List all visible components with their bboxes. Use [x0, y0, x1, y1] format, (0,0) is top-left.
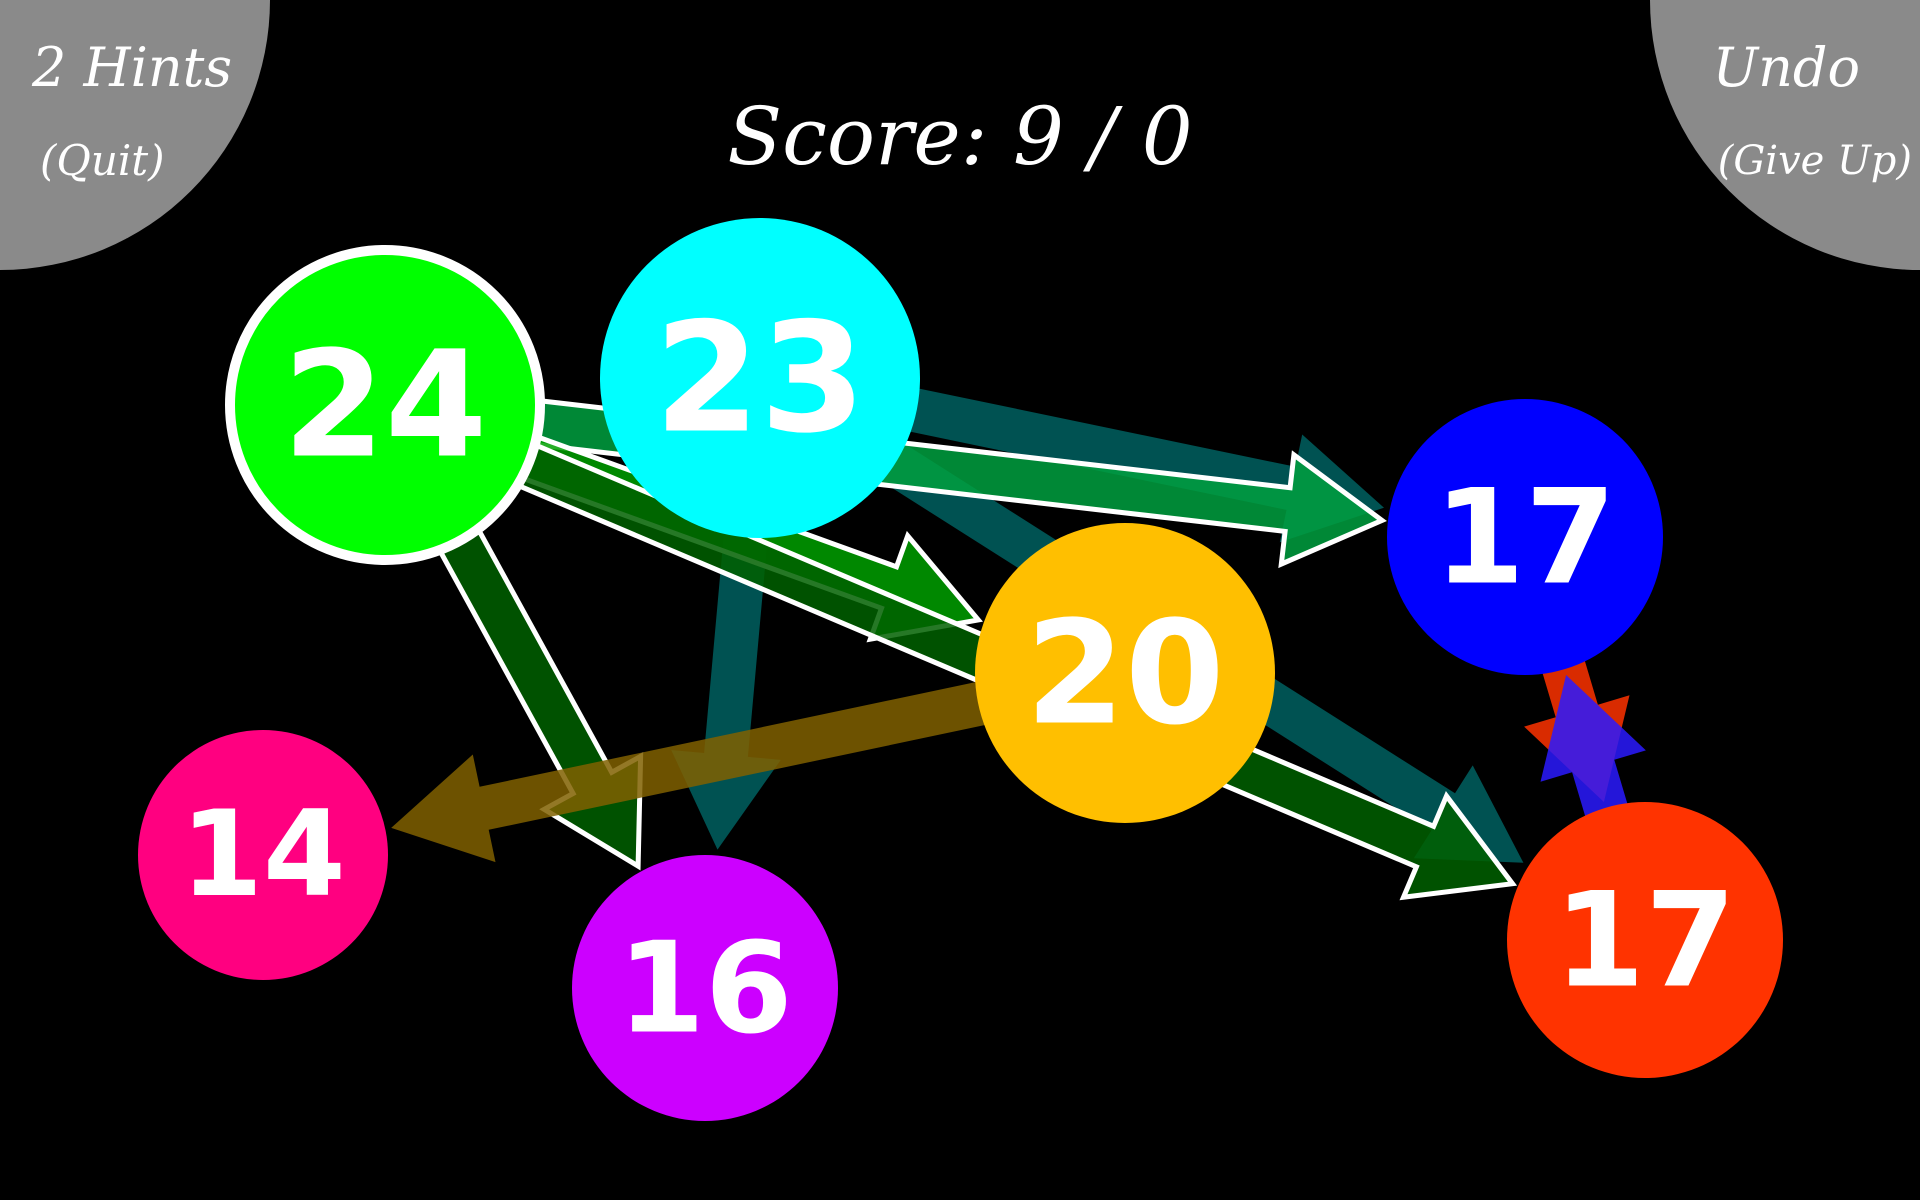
node-circle — [572, 855, 838, 1121]
number-node-n20[interactable]: 20 — [975, 523, 1275, 823]
score-display: Score: 9 / 0 — [727, 90, 1193, 183]
node-circle — [975, 523, 1275, 823]
number-node-n16[interactable]: 16 — [572, 855, 838, 1121]
number-node-n14[interactable]: 14 — [138, 730, 388, 980]
node-circle — [600, 218, 920, 538]
node-value: 24 — [283, 320, 488, 491]
number-node-n17a[interactable]: 17 — [1387, 399, 1663, 675]
node-circle — [1507, 802, 1783, 1078]
hints-label: 2 Hints — [32, 36, 233, 99]
node-value: 20 — [1026, 590, 1225, 757]
undo-label: Undo — [1712, 36, 1860, 99]
node-circle — [225, 245, 545, 565]
node-value: 14 — [180, 786, 346, 924]
arrow-n20-to-n14 — [391, 670, 1042, 863]
number-node-n24[interactable]: 24 — [225, 245, 545, 565]
quit-label: (Quit) — [40, 136, 165, 185]
giveup-label: (Give Up) — [1717, 138, 1912, 184]
hints-quit-button[interactable]: 2 Hints (Quit) — [0, 0, 270, 270]
node-value: 17 — [1434, 461, 1616, 614]
node-circle — [138, 730, 388, 980]
node-circle — [1387, 399, 1663, 675]
number-node-n17b[interactable]: 17 — [1507, 802, 1783, 1078]
node-value: 16 — [617, 915, 792, 1062]
node-value: 17 — [1554, 864, 1736, 1017]
node-layer: 24 23 17 20 14 16 17 — [138, 218, 1783, 1121]
number-node-n23[interactable]: 23 — [600, 218, 920, 538]
node-value: 23 — [654, 290, 866, 467]
